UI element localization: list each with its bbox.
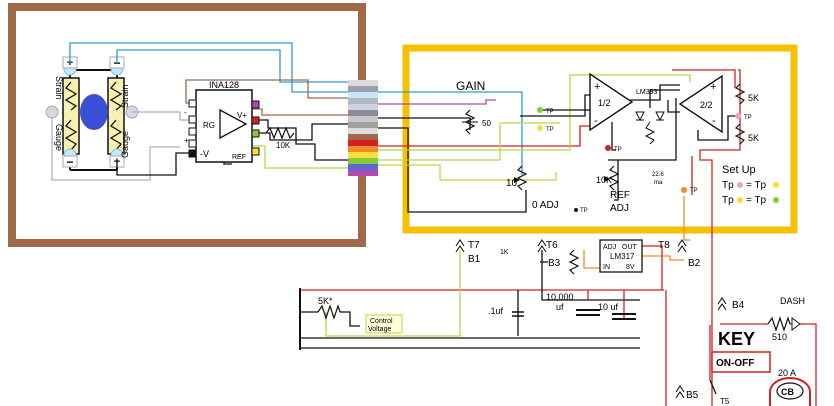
- cap2-line2: uf: [556, 302, 564, 312]
- tp-label-1: TP: [546, 109, 554, 115]
- onoff-label: ON-OFF: [716, 358, 754, 369]
- setup-row2-eq: = Tp: [746, 195, 767, 206]
- ma-unit: ma: [654, 180, 663, 186]
- tp-label-5: TP: [690, 188, 698, 194]
- t5-label: T5: [720, 397, 730, 406]
- key-switch-box: [711, 351, 771, 373]
- amp-minus-label: -: [184, 108, 187, 117]
- tp-label-3: TP: [614, 147, 622, 153]
- comparator-half-2: [678, 74, 723, 134]
- cb-label: CB: [781, 387, 794, 397]
- setup-row2-tp: Tp: [722, 195, 734, 206]
- ina128-label: INA128: [209, 80, 239, 90]
- reg-out-label: OUT: [622, 244, 638, 251]
- amp-plus-label: +: [184, 136, 189, 145]
- t7-label: T7: [468, 240, 480, 251]
- left-minus-symbol: −: [66, 155, 73, 169]
- lm317-regulator: [599, 239, 643, 273]
- ref-label-2: REF: [610, 190, 630, 201]
- r5k-bot-label: 5K: [748, 133, 759, 143]
- left-strain-gauge: [62, 77, 80, 155]
- power-wiring: [299, 245, 817, 406]
- ref-label: REF: [232, 154, 246, 161]
- tp-red-dot: [605, 145, 611, 151]
- setup-row1-eq: = Tp: [746, 180, 767, 191]
- cap3-label: 10 uf: [598, 302, 619, 312]
- left-gauge-label-bottom: Gauge: [54, 124, 64, 151]
- pot50-label: 50: [482, 119, 491, 128]
- tp-green-dot: [537, 107, 543, 113]
- b4-label: B4: [732, 300, 745, 311]
- comparator-half-1: [589, 72, 634, 132]
- r5k-top-label: 5K: [748, 93, 759, 103]
- reg-chip-label: LM317: [610, 252, 635, 261]
- b5-label: B5: [686, 390, 699, 401]
- strain-center-mass: [80, 94, 108, 130]
- reg-v-label: 8V: [626, 264, 635, 271]
- comp1-label: 1/2: [598, 98, 611, 108]
- setup-title: Set Up: [722, 164, 756, 176]
- r510-label: 510: [772, 332, 787, 342]
- r10k-label: 10K: [276, 141, 291, 150]
- adj-label: ADJ: [610, 203, 629, 214]
- t8-label: T8: [658, 240, 670, 251]
- tp-label-4: TP: [744, 115, 752, 121]
- amps-label: 20 A: [778, 368, 796, 378]
- b1-label: B1: [468, 254, 481, 265]
- key-label: KEY: [718, 329, 755, 349]
- rg-label: RG: [203, 121, 215, 130]
- ina128-amplifier: INA128 RG V+ -V REF + - 10K: [184, 80, 295, 163]
- b3-label: B3: [548, 258, 561, 269]
- r5k-star-label: 5K*: [318, 296, 333, 306]
- comparator-frame: [402, 44, 798, 234]
- dash-label: DASH: [780, 296, 805, 306]
- right-gauge-label-bottom: Gauge: [120, 131, 130, 158]
- reg-adj-label: ADJ: [603, 244, 616, 251]
- tp-pink-dot: [735, 113, 741, 119]
- comp1-minus: -: [594, 115, 598, 127]
- ma-value: 22.6: [652, 172, 664, 178]
- pot10-label: 10: [506, 178, 518, 189]
- ref10k-label: 10K: [596, 175, 612, 185]
- comp2-plus: +: [710, 81, 716, 93]
- control-voltage-line1: Control: [370, 318, 393, 325]
- strain-gauge-sensor: + − − + Strain Gauge Strain Gauge: [45, 56, 139, 171]
- comparator-components: GAIN 50 10 0 ADJ TP TP TP TP TP TP + - 1…: [456, 72, 779, 214]
- vplus-label: V+: [237, 111, 247, 120]
- ribbon-cable: [348, 80, 378, 176]
- zero-adj-label: 0 ADJ: [532, 200, 559, 211]
- reg-in-label: IN: [603, 264, 610, 271]
- t6-label: T6: [546, 240, 558, 251]
- tp-yellow-dot: [537, 125, 543, 131]
- tp-zero-adj: TP: [580, 208, 588, 214]
- cap1-label: .1uf: [488, 306, 504, 316]
- cap2-line1: 10,000: [546, 292, 574, 302]
- control-voltage-box: [365, 314, 403, 334]
- sensor-wiring: [51, 42, 348, 181]
- tp-label-2: TP: [546, 127, 554, 133]
- lm393-label: LM393: [636, 89, 658, 96]
- circuit-breaker: [776, 382, 804, 400]
- right-gauge-label-top: Strain: [120, 84, 130, 108]
- setup-row1-tp: Tp: [722, 180, 734, 191]
- vminus-label: -V: [200, 149, 209, 159]
- control-voltage-line2: Voltage: [368, 326, 391, 333]
- comp1-plus: +: [594, 81, 600, 93]
- tp-orange-dot: [681, 187, 687, 193]
- comparator-wiring: [378, 69, 741, 406]
- one-k-label: 1K: [500, 249, 509, 256]
- gain-label: GAIN: [456, 79, 485, 93]
- power-components: T7 B1 1K T6 B3 T8 B2 B4 B5 ADJ OUT LM317…: [317, 239, 811, 406]
- comp2-minus: -: [712, 115, 716, 127]
- b2-label: B2: [688, 258, 701, 269]
- comp2-label: 2/2: [700, 100, 713, 110]
- left-gauge-label-top: Strain: [54, 76, 64, 100]
